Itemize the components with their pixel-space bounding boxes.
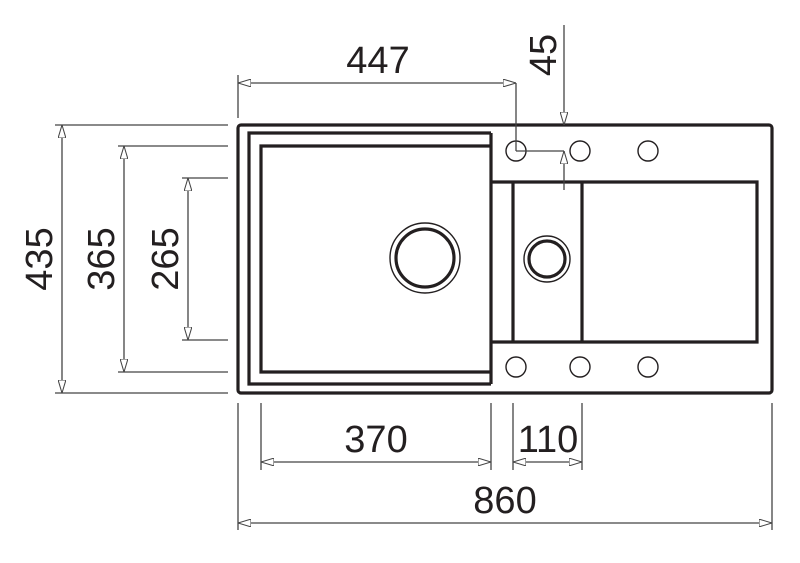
- dimension-lines: [55, 25, 773, 530]
- sink-outline: [236, 123, 774, 395]
- dim-label-110: 110: [518, 419, 579, 461]
- dim-label-447: 447: [346, 40, 409, 82]
- small-drain-icon: [523, 235, 571, 283]
- dim-label-265: 265: [145, 227, 187, 290]
- tap-hole: [569, 356, 591, 378]
- dim-label-860: 860: [473, 480, 536, 522]
- dim-label-435: 435: [19, 227, 61, 290]
- sink-outer-edge: [236, 123, 774, 395]
- dim-label-370: 370: [344, 419, 407, 461]
- drainboard-rim: [491, 180, 759, 344]
- tap-hole: [569, 140, 591, 162]
- dim-label-365: 365: [81, 227, 123, 290]
- main-drain-icon: [389, 222, 461, 294]
- tap-hole: [637, 356, 659, 378]
- tap-holes: [505, 140, 659, 378]
- tap-hole: [637, 140, 659, 162]
- dim-label-45: 45: [523, 34, 565, 76]
- main-bowl: [259, 133, 493, 384]
- dimension-labels: 447 45 435 365 265 370 110 860: [19, 34, 578, 522]
- tap-hole: [505, 356, 527, 378]
- main-bowl-rim: [247, 131, 491, 386]
